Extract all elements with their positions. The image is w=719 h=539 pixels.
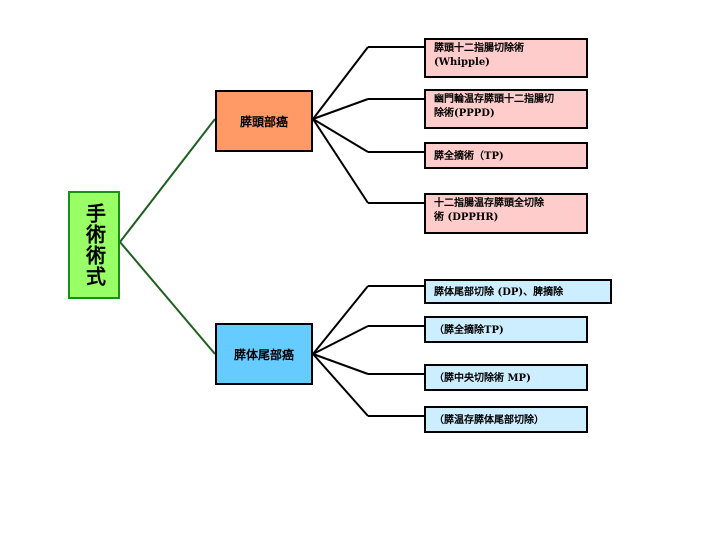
root-to-pancreatic-head-line — [119, 118, 216, 243]
body-tail-to-tp-line-a — [312, 325, 369, 355]
whipple-procedure-box: 膵頭十二指腸切除術 (Whipple) — [424, 38, 588, 78]
pancreatic-head-cancer-box: 膵頭部癌 — [215, 90, 313, 152]
pancreatic-head-cancer-label: 膵頭部癌 — [239, 114, 288, 129]
body-tail-to-preserving-line-a — [312, 353, 369, 417]
pancreatic-body-tail-cancer-box: 膵体尾部癌 — [215, 323, 313, 385]
surgical-procedures-title: 手術術式 — [82, 203, 107, 287]
surgical-procedures-root-box: 手術術式 — [68, 191, 120, 299]
head-to-tp-line-a — [312, 118, 369, 153]
total-pancreatectomy-tp-box: （膵全摘除TP) — [424, 316, 588, 343]
middle-pancreatectomy-box: （膵中央切除術 MP) — [424, 364, 588, 391]
head-to-whipple-line-a — [312, 46, 369, 120]
pancreatic-body-tail-cancer-label: 膵体尾部癌 — [233, 347, 294, 362]
body-tail-to-dp-line-a — [312, 285, 369, 355]
total-pancreatectomy-box: 膵全摘術（TP) — [424, 142, 588, 169]
head-to-dpphr-line-a — [312, 118, 369, 204]
distal-pancreatectomy-box: 膵体尾部切除 (DP)、脾摘除 — [424, 279, 612, 304]
body-tail-to-mp-line-a — [312, 353, 369, 375]
pppd-procedure-box: 幽門輪温存膵頭十二指腸切 除術(PPPD) — [424, 89, 588, 129]
head-to-pppd-line-a — [312, 98, 369, 120]
root-to-pancreatic-body-tail-line — [119, 241, 216, 355]
dpphr-procedure-box: 十二指腸温存膵頭全切除 術 (DPPHR) — [424, 193, 588, 234]
spleen-preserving-distal-pancreatectomy-box: （膵温存膵体尾部切除） — [424, 406, 588, 433]
